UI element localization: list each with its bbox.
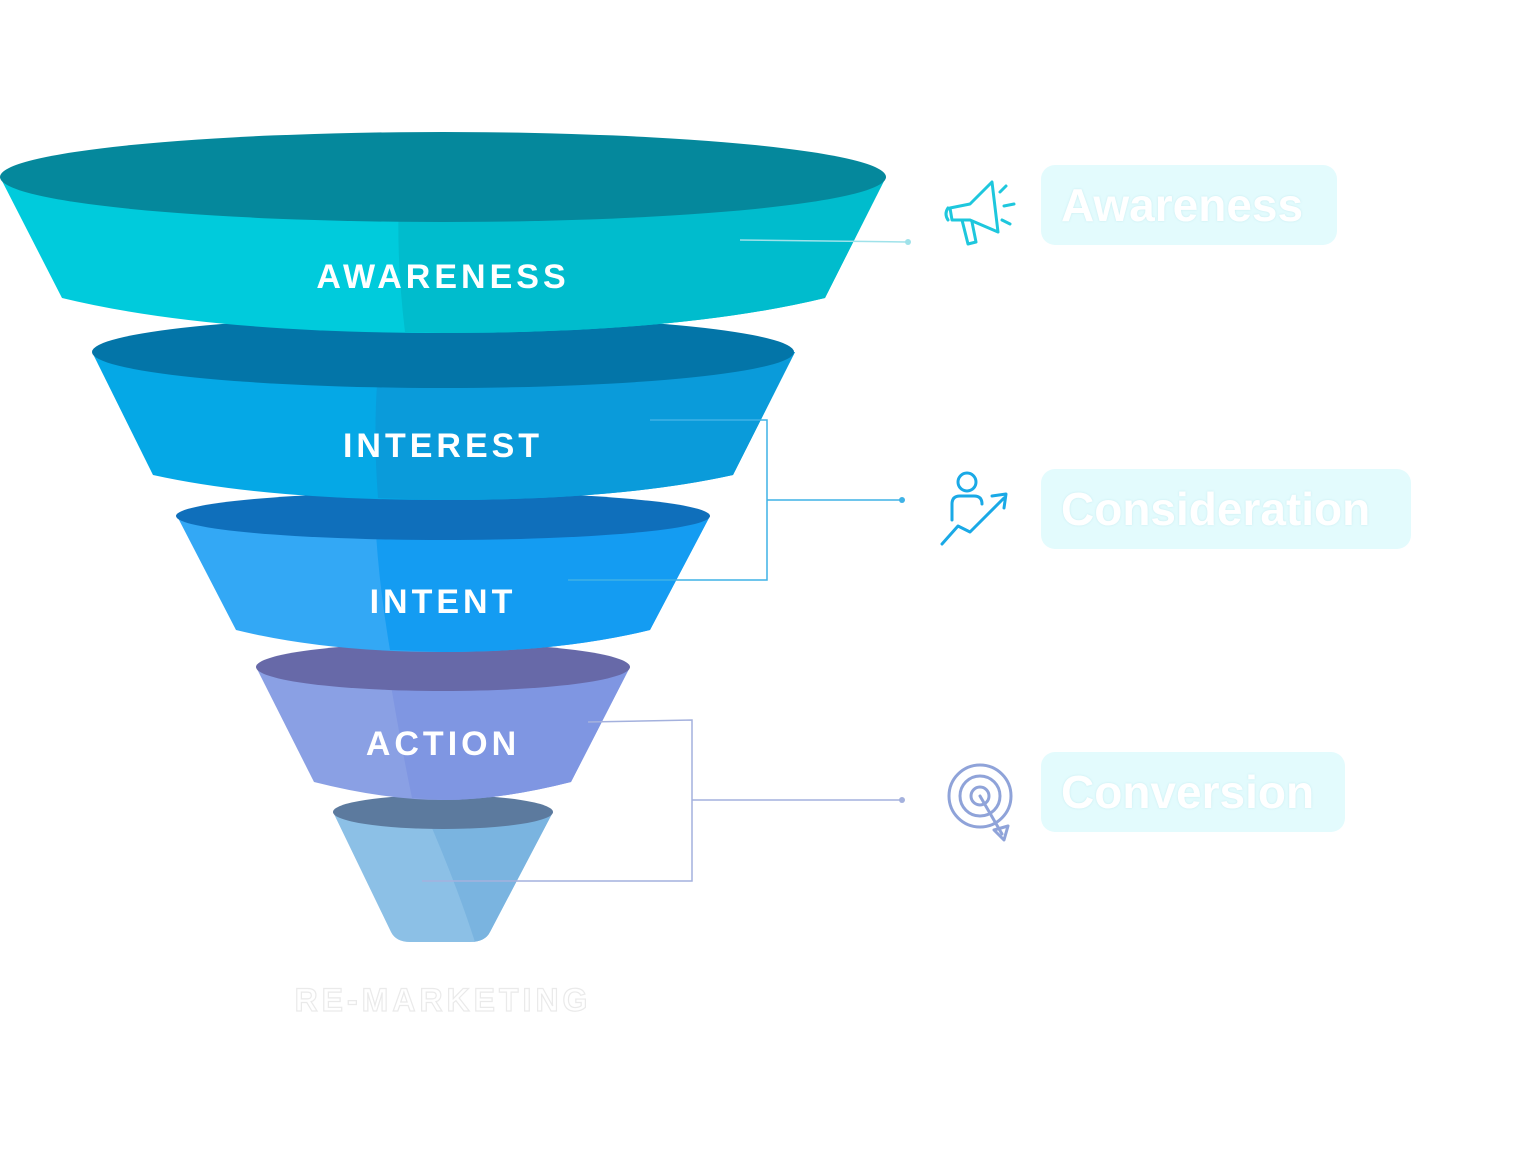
- stage-label-interest: INTEREST: [343, 427, 543, 465]
- connector-conversion: [422, 719, 905, 882]
- person-growth-icon: [940, 471, 1008, 546]
- stage-label-action: ACTION: [366, 725, 520, 763]
- funnel-rim: [256, 643, 630, 691]
- funnel-rim: [176, 492, 710, 540]
- group-label-conversion: Conversion: [1041, 752, 1345, 832]
- stage-label-awareness: AWARENESS: [316, 258, 569, 296]
- stage-label-remarketing: RE-MARKETING: [295, 982, 592, 1018]
- group-label-awareness: Awareness: [1041, 165, 1337, 245]
- funnel-shade: [375, 516, 710, 652]
- funnel-stage-remarketing: [333, 795, 553, 942]
- funnel-shade: [388, 667, 630, 800]
- funnel-stage-awareness: [0, 132, 886, 333]
- funnel-shade: [375, 352, 795, 500]
- funnel-stage-interest: [92, 316, 795, 500]
- funnel-shade: [425, 812, 553, 942]
- megaphone-icon: [944, 180, 1016, 246]
- stage-label-intent: INTENT: [370, 583, 517, 621]
- connector-awareness: [739, 239, 911, 245]
- funnel-rim: [92, 316, 794, 388]
- group-label-consideration: Consideration: [1041, 469, 1411, 549]
- funnel-stage-intent: [176, 492, 710, 652]
- funnel-stage-action: [256, 643, 630, 800]
- target-icon: [947, 763, 1013, 842]
- funnel-rim: [0, 132, 886, 222]
- connector-consideration: [568, 419, 905, 581]
- funnel-rim: [333, 795, 553, 829]
